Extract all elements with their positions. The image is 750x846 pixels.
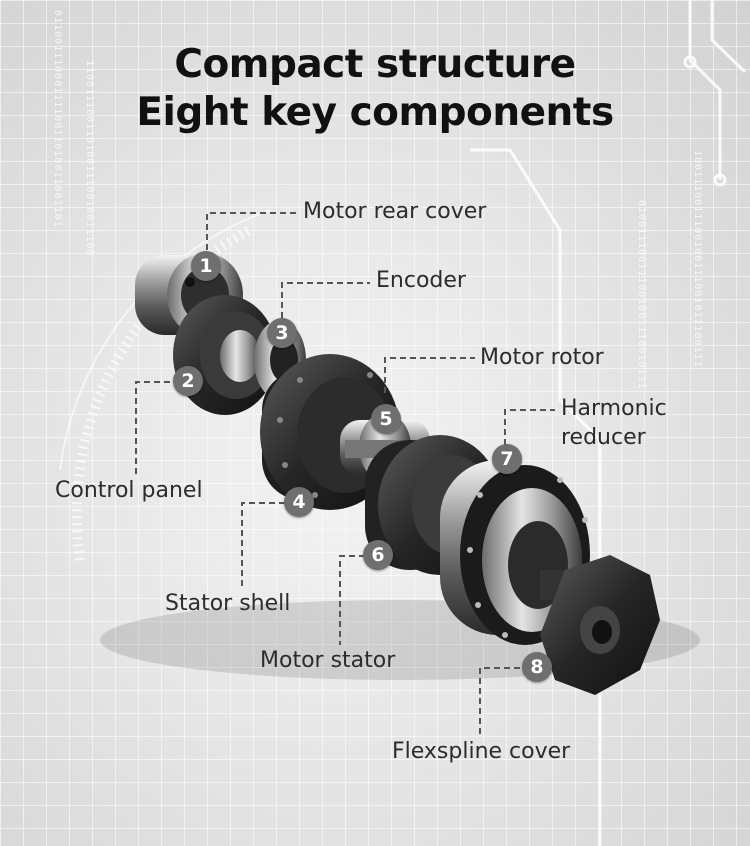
label-motor-stator: Motor stator — [260, 648, 396, 673]
label-stator-shell: Stator shell — [165, 591, 291, 616]
dial-arc-decoration — [59, 209, 271, 561]
binary-decoration-right-2: 1001110011100100111001011100111 — [692, 150, 703, 368]
circuit-decoration — [470, 0, 747, 846]
label-control-panel: Control panel — [55, 478, 203, 503]
badge-4: 4 — [284, 487, 314, 517]
label-harmonic-reducer-line-2: reducer — [561, 425, 646, 450]
badge-8: 8 — [522, 652, 552, 682]
binary-decoration-left-2: 1100111001101001110010011100 — [84, 60, 95, 257]
badge-1: 1 — [191, 251, 221, 281]
badge-2: 2 — [173, 366, 203, 396]
label-encoder: Encoder — [376, 268, 466, 293]
badge-5: 5 — [371, 404, 401, 434]
leader-lines — [135, 212, 555, 735]
page-title-line-2: Eight key components — [136, 90, 614, 135]
binary-decoration-left: 0110011100011110011010011001101 — [52, 10, 63, 228]
badge-6: 6 — [363, 540, 393, 570]
binary-decoration-right: 010011100111001001110010111 — [636, 200, 647, 390]
page-title-line-1: Compact structure — [174, 42, 576, 87]
part-flexspline-cover — [540, 555, 660, 695]
label-motor-rotor: Motor rotor — [480, 345, 604, 370]
label-harmonic-reducer-line-1: Harmonic — [561, 396, 667, 421]
label-motor-rear-cover: Motor rear cover — [303, 199, 487, 224]
label-flexspline-cover: Flexspline cover — [392, 739, 571, 764]
badge-7: 7 — [492, 444, 522, 474]
badge-3: 3 — [267, 318, 297, 348]
